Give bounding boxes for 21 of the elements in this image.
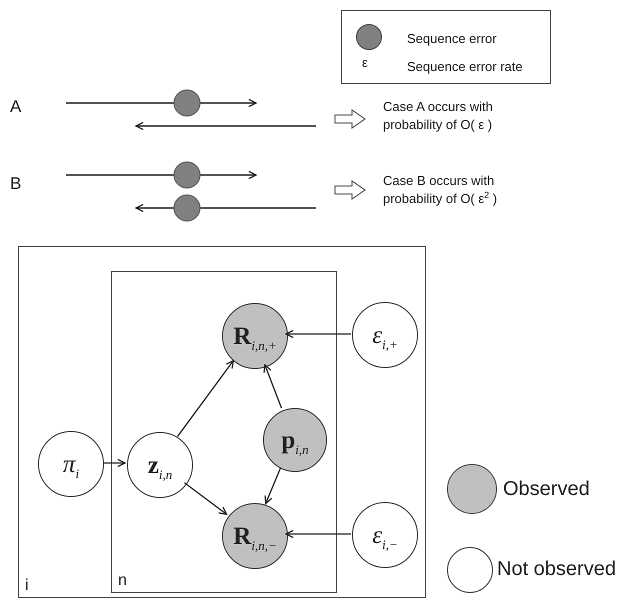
legend-text: Sequence error rate bbox=[407, 58, 523, 76]
row-letter: A bbox=[10, 98, 22, 116]
case-note: Case B occurs with probability of O( ε$^{2}$ ) bbox=[383, 172, 498, 208]
arrow bbox=[263, 364, 282, 408]
arrow bbox=[264, 467, 282, 504]
arrow bbox=[177, 360, 234, 437]
arrow bbox=[285, 530, 351, 538]
legend-text: Sequence error bbox=[407, 30, 497, 48]
symbol-label: ε bbox=[362, 54, 369, 72]
row-letter: B bbox=[10, 175, 22, 193]
plate-label: n bbox=[118, 572, 127, 590]
arrow bbox=[184, 482, 228, 515]
legend-text: Not observed bbox=[497, 557, 616, 581]
variable-symbol: π$_{i}$ bbox=[62, 452, 80, 476]
arrow bbox=[285, 330, 351, 338]
plate-box bbox=[111, 271, 337, 593]
plate-box bbox=[18, 246, 426, 598]
arrow bbox=[103, 458, 126, 468]
plate-label: i bbox=[25, 577, 29, 595]
case-note: Case A occurs with probability of O( ε ) bbox=[383, 98, 494, 134]
legend-text: Observed bbox=[503, 477, 590, 501]
